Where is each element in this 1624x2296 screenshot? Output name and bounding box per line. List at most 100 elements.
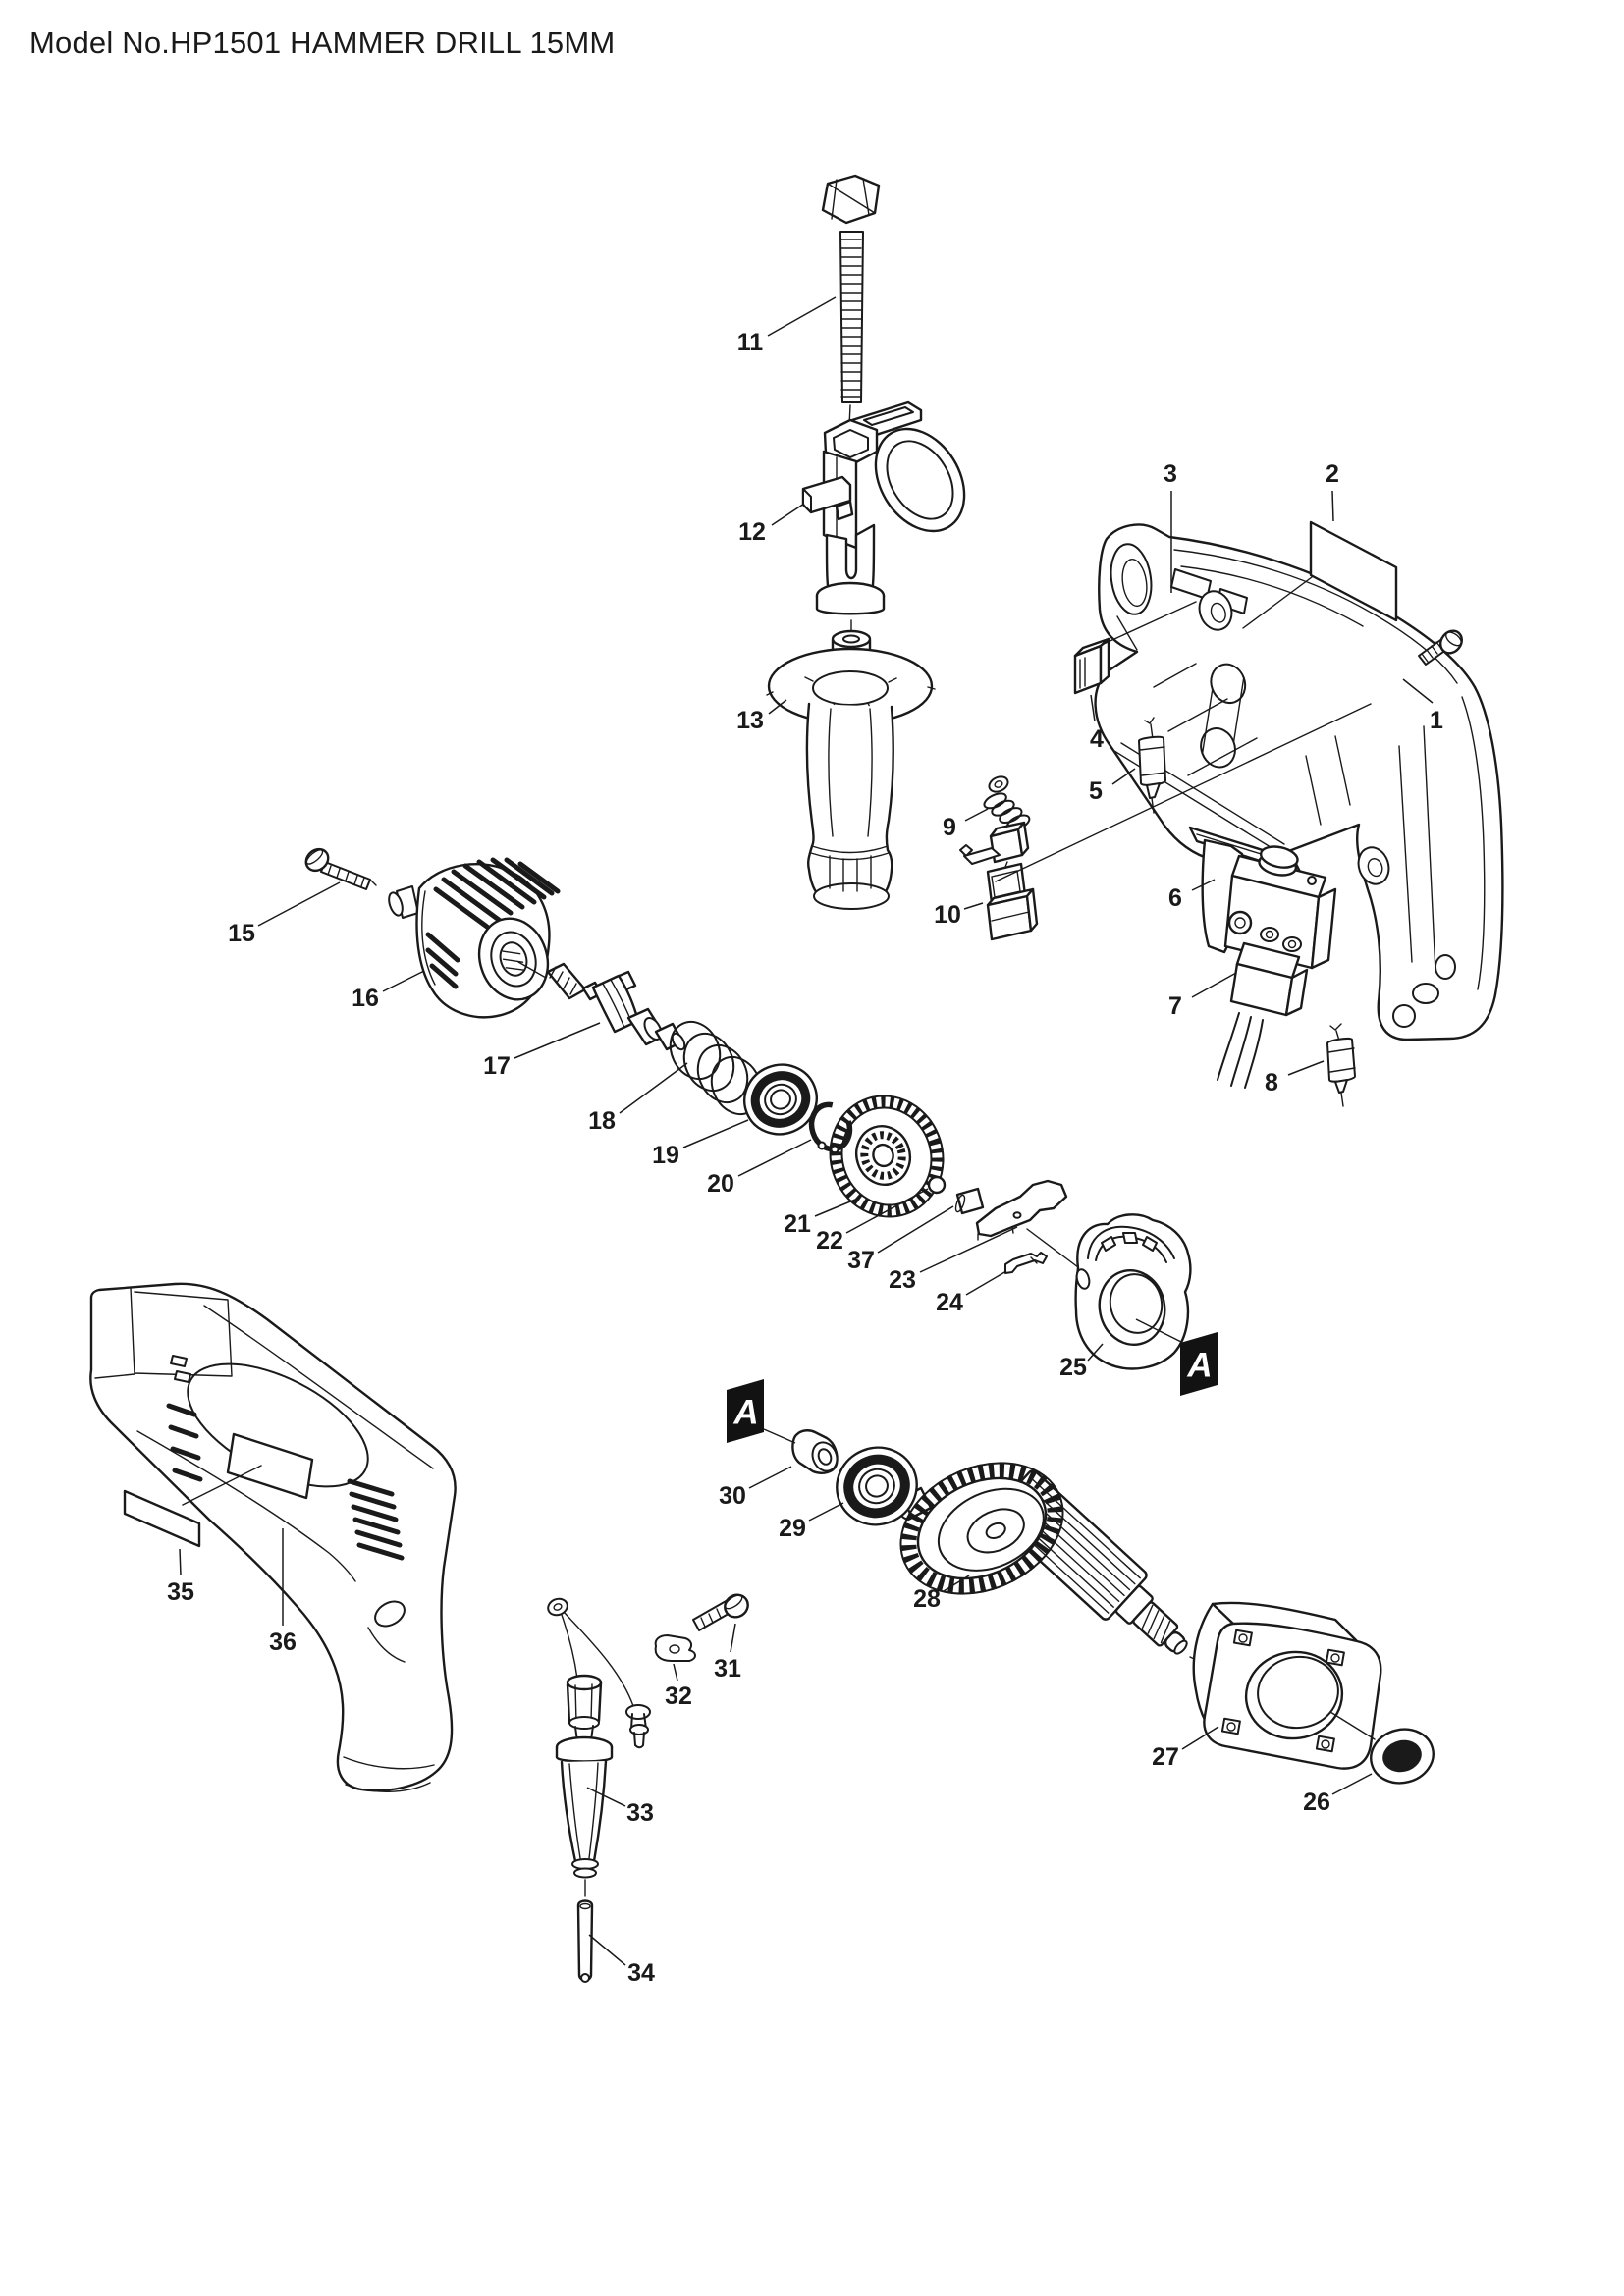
leader-part-11 [767,296,837,337]
power-cord-drawing [576,1899,594,1983]
steel-ball-drawing [927,1175,947,1195]
label-part-35: 35 [167,1578,194,1606]
leader-part-23 [919,1226,1018,1273]
label-part-23: 23 [889,1266,916,1294]
label-part-9: 9 [943,814,956,841]
label-part-17: 17 [483,1052,511,1080]
label-part-22: 22 [816,1227,843,1255]
leader-detail-marker-1 [763,1428,796,1444]
label-part-21: 21 [784,1210,811,1238]
leader-part-16 [382,970,425,992]
side-handle-drawing [766,629,936,910]
label-part-24: 24 [936,1289,963,1316]
label-part-8: 8 [1265,1069,1278,1096]
leader-part-17 [514,1022,601,1059]
block-drawing [1073,601,1197,695]
leader-part-28 [943,1575,970,1592]
leader-part-10 [963,902,984,910]
leader-part-29 [808,1502,844,1522]
label-part-3: 3 [1164,460,1177,488]
label-part-12: 12 [738,518,766,546]
leader-part-1 [1402,678,1434,704]
leader-part-9 [964,808,989,822]
label-part-34: 34 [627,1959,655,1987]
ball-bearing-drawing [743,1063,818,1136]
leader-part-19 [682,1119,749,1148]
leader-part-33 [586,1787,626,1807]
label-part-31: 31 [714,1655,741,1682]
leader-part-22 [845,1188,929,1234]
label-part-25: 25 [1059,1354,1087,1381]
name-plate-drawing [1242,520,1398,629]
cord-clamp-screw-drawing [654,1593,749,1662]
label-part-37: 37 [847,1247,875,1274]
label-part-29: 29 [779,1515,806,1542]
detail-marker-box-1 [727,1379,764,1443]
ball-bearing-2-drawing [836,1446,918,1526]
bearing-retainer-drawing [1074,1213,1192,1370]
leader-part-18 [619,1062,688,1114]
label-part-36: 36 [269,1629,297,1656]
change-lever-drawing [975,1179,1079,1268]
main-housing-drawing [89,1282,457,1792]
rubber-ring-drawing [1329,1711,1435,1785]
leader-part-31 [730,1623,736,1653]
leader-part-12 [771,503,805,526]
chuck-drawing [388,857,561,1019]
label-part-33: 33 [626,1799,654,1827]
leader-part-13 [768,699,787,715]
leader-part-25 [1087,1343,1104,1362]
detail-marker-box-0 [1180,1332,1218,1396]
leader-part-5 [1111,768,1136,785]
leader-part-37 [877,1205,954,1254]
label-part-16: 16 [352,985,379,1012]
leader-part-30 [748,1466,792,1489]
gear-drawing [829,1095,945,1218]
field-stator-drawing [1192,1601,1382,1770]
leader-part-24 [965,1270,1007,1296]
labels-layer: 1234567891011121315161718192021223723242… [167,296,1443,1987]
housing-screw-drawing [1418,629,1464,666]
label-part-26: 26 [1303,1789,1330,1816]
leader-part-26 [1331,1773,1373,1795]
label-part-28: 28 [913,1585,941,1613]
label-part-5: 5 [1089,777,1103,805]
leader-part-15 [257,881,341,927]
label-part-15: 15 [228,920,255,947]
label-part-6: 6 [1168,884,1182,912]
label-part-18: 18 [588,1107,616,1135]
label-part-4: 4 [1090,725,1104,753]
chuck-screw-drawing [304,847,377,890]
spring-washers-drawing [669,1020,763,1116]
page-title: Model No.HP1501 HAMMER DRILL 15MM [29,26,616,60]
spring-clip-drawing [1004,1252,1048,1274]
handle-clamp-drawing [801,400,966,633]
leader-part-27 [1181,1726,1219,1750]
label-part-7: 7 [1168,992,1182,1020]
leader-part-21 [814,1199,856,1217]
label-part-19: 19 [652,1142,679,1169]
leader-part-20 [737,1139,812,1177]
leader-part-7 [1191,972,1237,998]
terminal-block-drawing [1217,941,1309,1089]
leader-part-32 [673,1663,678,1682]
pin-spring-2-drawing [1326,1023,1357,1107]
brush-holder-drawing [959,703,1372,941]
pin-spring-drawing [1137,717,1167,814]
leader-detail-marker-0 [1135,1318,1182,1343]
label-part-1: 1 [1430,707,1443,734]
leader-part-35 [179,1548,182,1576]
detail-marker-letter-0: A [1186,1347,1212,1385]
detail-marker-letter-1: A [732,1394,758,1432]
leader-part-2 [1331,490,1334,522]
leader-part-4 [1090,694,1096,722]
label-part-10: 10 [934,901,961,929]
label-part-30: 30 [719,1482,746,1510]
cord-guard-drawing [547,1597,651,1897]
bolt-drawing [821,174,881,448]
leader-part-8 [1287,1060,1325,1076]
label-part-32: 32 [665,1682,692,1710]
label-part-2: 2 [1326,460,1339,488]
